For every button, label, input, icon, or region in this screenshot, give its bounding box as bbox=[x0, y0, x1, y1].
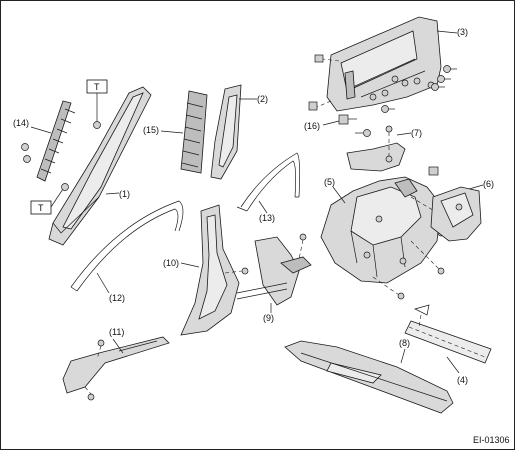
part-7-small-cover bbox=[346, 125, 406, 172]
torque-mark-upper: T bbox=[86, 79, 108, 121]
part-9-seatbelt-cover bbox=[236, 233, 312, 306]
callout-10: (10) bbox=[163, 258, 179, 268]
part-2-upper-cover bbox=[210, 84, 242, 180]
part-13-weatherstrip-arch bbox=[236, 152, 301, 212]
svg-text:T: T bbox=[38, 203, 44, 213]
part-8-rear-skirt-trim bbox=[284, 340, 454, 414]
callout-6: (6) bbox=[483, 179, 494, 189]
part-6-side-panel bbox=[430, 186, 482, 242]
callout-5: (5) bbox=[324, 177, 335, 187]
part-16-clip bbox=[338, 114, 357, 125]
callout-11: (11) bbox=[109, 327, 124, 337]
callout-9: (9) bbox=[263, 313, 274, 323]
part-15-clip-block bbox=[180, 90, 208, 174]
callout-12: (12) bbox=[109, 293, 125, 303]
callout-7: (7) bbox=[411, 128, 422, 138]
callout-13: (13) bbox=[259, 213, 275, 223]
callout-2: (2) bbox=[257, 94, 268, 104]
part-1-front-pillar-trim bbox=[48, 86, 152, 246]
part-14-bracket-strip bbox=[21, 100, 101, 191]
callout-1: (1) bbox=[119, 189, 130, 199]
part-12-long-weatherstrip bbox=[70, 200, 184, 292]
svg-text:T: T bbox=[94, 82, 100, 92]
callout-15: (15) bbox=[143, 125, 159, 135]
part-10-center-pillar-lower-trim bbox=[180, 204, 240, 336]
part-3-rear-quarter-upper-trim bbox=[326, 16, 442, 112]
part-5-rear-quarter-lower-trim bbox=[320, 176, 442, 284]
callout-3: (3) bbox=[457, 27, 468, 37]
part-4-sill-plate bbox=[404, 304, 492, 364]
figure-code: EI-01306 bbox=[473, 435, 510, 445]
callout-8: (8) bbox=[399, 338, 410, 348]
callout-14: (14) bbox=[13, 118, 29, 128]
part-11-front-sill-cover bbox=[62, 336, 170, 401]
callout-4: (4) bbox=[457, 375, 468, 385]
callout-16: (16) bbox=[304, 121, 320, 131]
bolts-3 bbox=[381, 65, 457, 113]
torque-mark-lower: T bbox=[30, 188, 64, 215]
